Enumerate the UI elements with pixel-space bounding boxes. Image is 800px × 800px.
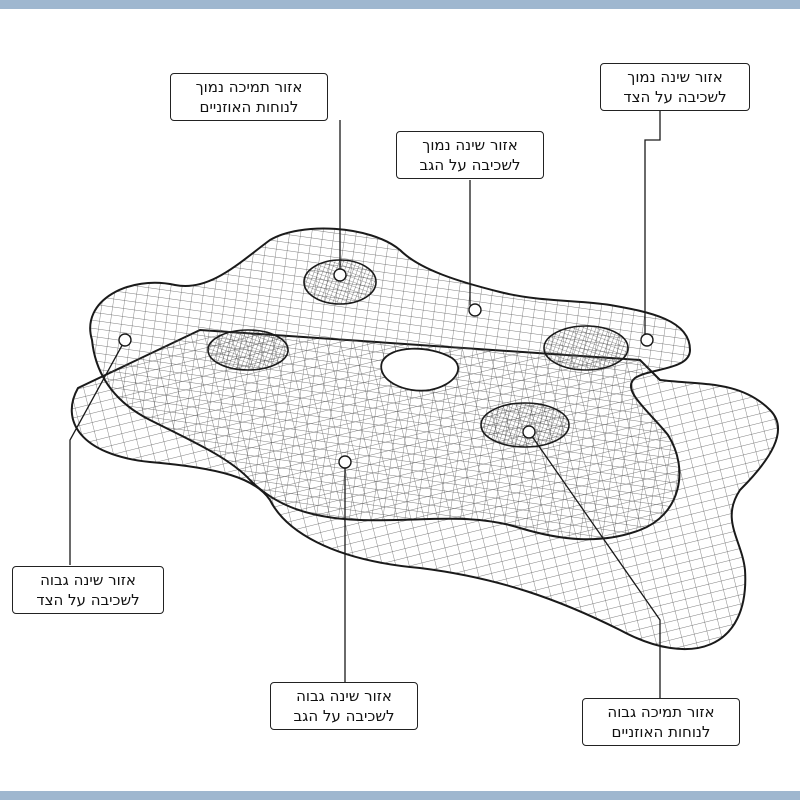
- callout-top-center: אזור שינה נמוך לשכיבה על הגב: [396, 131, 544, 179]
- callout-bottom-center: אזור שינה גבוה לשכיבה על הגב: [270, 682, 418, 730]
- marker-top-right: [640, 333, 654, 347]
- callout-left-line2: לשכיבה על הצד: [36, 591, 140, 609]
- top-frame-bar: [0, 0, 800, 9]
- center-hole: [380, 347, 459, 392]
- callout-top-center-line1: אזור שינה נמוך: [422, 136, 518, 154]
- pillow-upper-layer: [89, 227, 692, 541]
- callout-bottom-right-line2: לנוחות האוזניים: [611, 723, 711, 741]
- ear-cavity-left: [207, 329, 289, 371]
- bottom-frame-bar: [0, 791, 800, 800]
- leader-bottom-right: [528, 431, 661, 700]
- callout-top-right-line2: לשכיבה על הצד: [623, 88, 727, 106]
- ear-cavity-right: [543, 325, 629, 371]
- callout-top-right: אזור שינה נמוך לשכיבה על הצד: [600, 63, 750, 111]
- leader-left: [69, 339, 126, 565]
- callout-top-center-line2: לשכיבה על הגב: [419, 156, 521, 174]
- marker-bottom-center: [338, 455, 352, 469]
- callout-top-left-line2: לנוחות האוזניים: [199, 98, 299, 116]
- callout-bottom-right-line1: אזור תמיכה גבוה: [607, 703, 715, 721]
- marker-left: [118, 333, 132, 347]
- callout-bottom-right: אזור תמיכה גבוה לנוחות האוזניים: [582, 698, 740, 746]
- marker-bottom-right: [522, 425, 536, 439]
- ear-cavity-bottom: [480, 402, 570, 448]
- leader-top-right: [644, 110, 661, 341]
- callout-bottom-center-line1: אזור שינה גבוה: [296, 687, 392, 705]
- callout-bottom-center-line2: לשכיבה על הגב: [293, 707, 395, 725]
- callout-left-line1: אזור שינה גבוה: [40, 571, 136, 589]
- callout-top-left: אזור תמיכה נמוך לנוחות האוזניים: [170, 73, 328, 121]
- marker-top-center: [468, 303, 482, 317]
- callout-left: אזור שינה גבוה לשכיבה על הצד: [12, 566, 164, 614]
- callout-top-left-line1: אזור תמיכה נמוך: [195, 78, 303, 96]
- callout-top-right-line1: אזור שינה נמוך: [627, 68, 723, 86]
- target-markers: [118, 268, 654, 469]
- marker-top-left: [333, 268, 347, 282]
- leader-lines: [69, 110, 661, 700]
